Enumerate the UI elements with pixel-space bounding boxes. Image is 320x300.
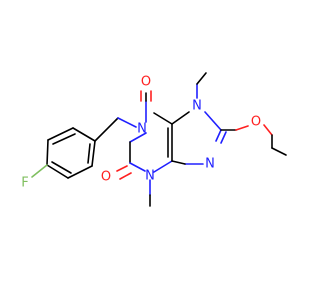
bond: [220, 131, 227, 144]
bond: [119, 172, 132, 180]
bond: [153, 160, 173, 173]
nitrogen-atom-1: N: [137, 122, 147, 137]
bond-c8-o: [235, 125, 249, 131]
oxygen-atom-ether: O: [251, 115, 261, 130]
bond: [51, 161, 72, 174]
fluorine-atom: F: [21, 176, 28, 191]
bond-ch2-n1: [117, 117, 137, 128]
bond: [153, 112, 173, 125]
imidazole-ring: [171, 72, 227, 165]
nitrogen-atom-3: N: [145, 169, 155, 184]
bond: [215, 129, 222, 142]
bond: [72, 127, 96, 142]
bond-c-f: [31, 164, 48, 178]
bond: [67, 165, 93, 179]
bond: [46, 164, 69, 179]
oxygen-atom-top: O: [141, 75, 151, 90]
pyrimidine-ring: [116, 90, 173, 207]
bond-o-ch2: [263, 124, 273, 136]
bond-ethyl: [271, 147, 287, 156]
bond: [52, 133, 76, 145]
bond-n7-methyl: [196, 72, 207, 85]
bond: [47, 127, 74, 141]
nitrogen-atom-7: N: [192, 99, 202, 114]
fluorophenyl-ring: [31, 127, 96, 179]
molecule-structure: O O O N N N N F: [21, 72, 287, 207]
oxygen-atom-left: O: [101, 170, 111, 185]
bond: [91, 140, 96, 167]
nitrogen-atom-9: N: [205, 157, 215, 172]
bond: [129, 162, 146, 172]
bond: [46, 139, 49, 166]
bond: [204, 111, 222, 131]
bond: [116, 165, 128, 172]
bond: [129, 132, 147, 143]
bond: [171, 111, 190, 125]
bond: [171, 160, 186, 165]
bond-benzyl-ch2: [94, 117, 119, 142]
bond: [87, 143, 91, 164]
